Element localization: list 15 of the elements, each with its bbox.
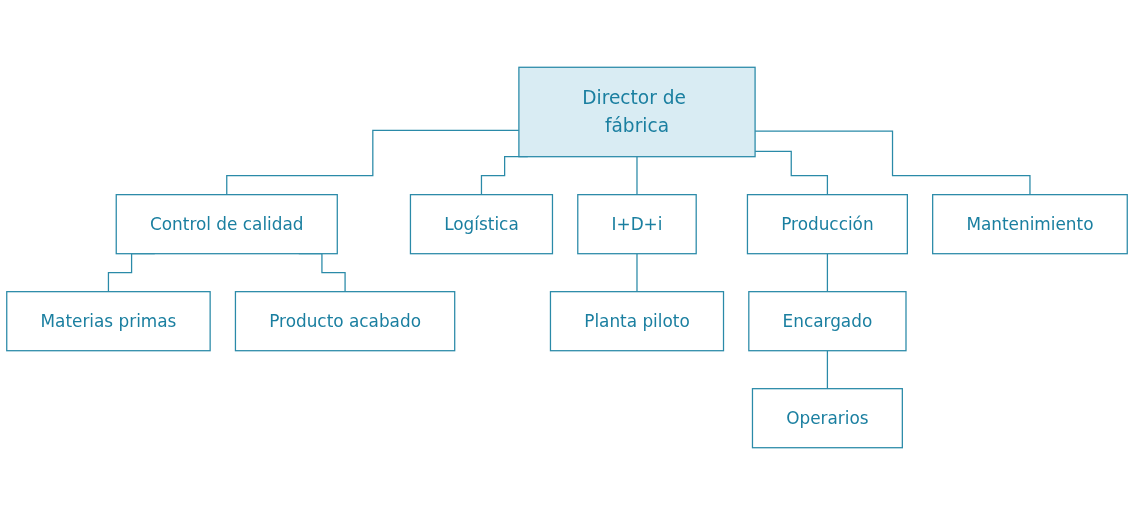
node-box: Producción xyxy=(746,194,908,255)
connector xyxy=(636,253,638,293)
node-box: Planta piloto xyxy=(549,291,725,352)
connector xyxy=(826,253,829,293)
node-box: Encargado xyxy=(748,291,907,352)
node-box: Producto acabado xyxy=(234,291,456,352)
node-box: Operarios xyxy=(751,388,903,449)
connector xyxy=(826,350,829,390)
node-box: Materias primas xyxy=(6,291,211,352)
connector xyxy=(636,156,638,196)
node-box: Mantenimiento xyxy=(932,194,1128,255)
node-box: Control de calidad xyxy=(115,194,338,255)
node-box: Logística xyxy=(409,194,554,255)
node-box: I+D+i xyxy=(577,194,697,255)
node-box: Director de fábrica xyxy=(518,66,756,158)
